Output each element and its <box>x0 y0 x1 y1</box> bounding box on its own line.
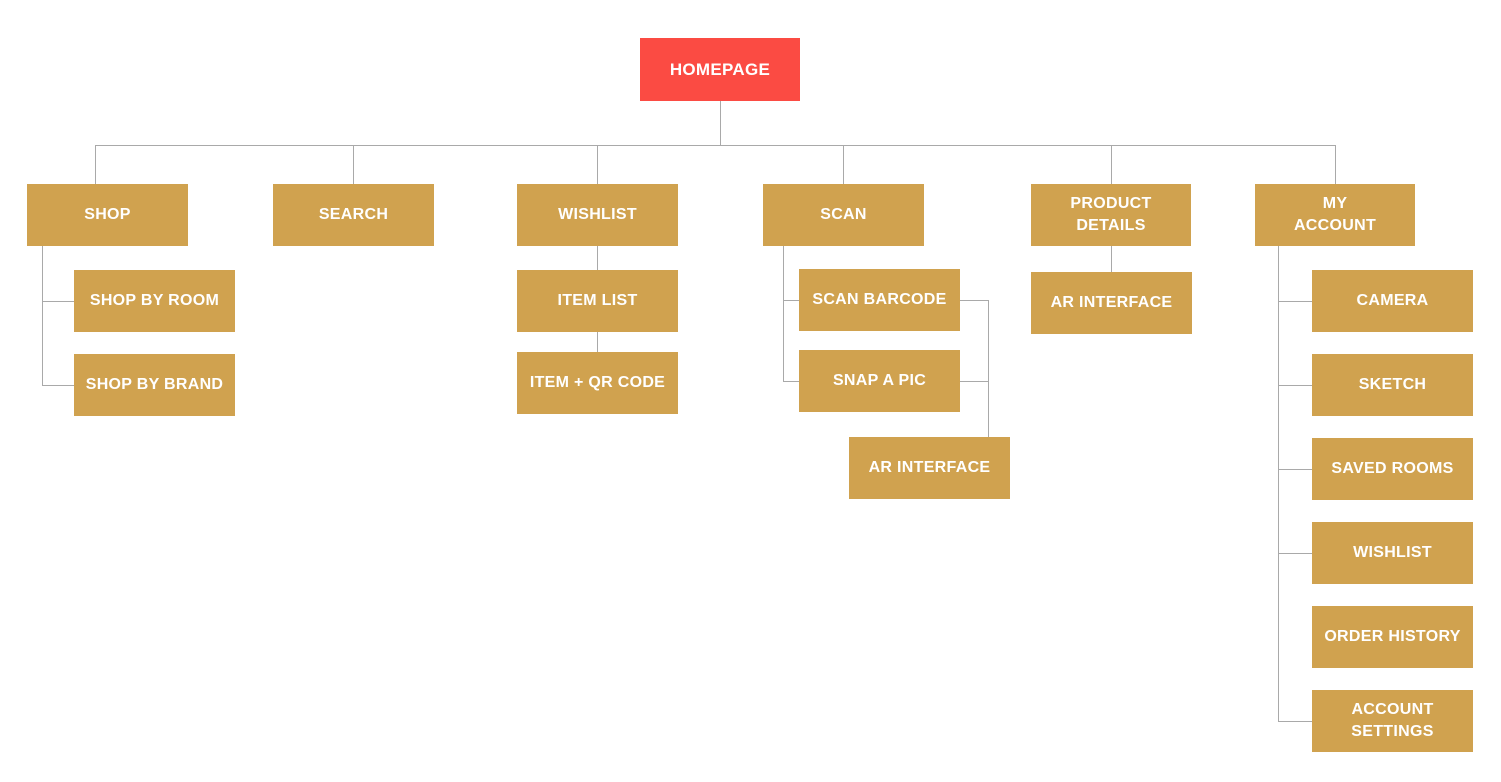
connector-drop-my-account <box>1335 145 1336 184</box>
connector-drop-shop <box>95 145 96 184</box>
node-search[interactable]: SEARCH <box>273 184 434 246</box>
connector-drop-search <box>353 145 354 184</box>
node-scan-ar-interface[interactable]: AR INTERFACE <box>849 437 1010 499</box>
node-item-list[interactable]: ITEM LIST <box>517 270 678 332</box>
node-scan[interactable]: SCAN <box>763 184 924 246</box>
node-saved-rooms[interactable]: SAVED ROOMS <box>1312 438 1473 500</box>
node-item-qr-code[interactable]: ITEM + QR CODE <box>517 352 678 414</box>
connector-wishlist-itemlist <box>597 246 598 270</box>
connector-drop-scan <box>843 145 844 184</box>
connector-product-ar <box>1111 246 1112 272</box>
connector-stub-shop-by-brand <box>42 385 74 386</box>
connector-stub-camera <box>1278 301 1312 302</box>
connector-scan-ar-vertical <box>988 300 989 437</box>
connector-stub-snap-a-pic <box>783 381 799 382</box>
connector-snap-a-pic-right <box>960 381 988 382</box>
node-homepage[interactable]: HOMEPAGE <box>640 38 800 101</box>
node-my-account[interactable]: MY ACCOUNT <box>1255 184 1415 246</box>
connector-stub-saved-rooms <box>1278 469 1312 470</box>
node-shop-by-brand[interactable]: SHOP BY BRAND <box>74 354 235 416</box>
connector-root-drop <box>720 101 721 145</box>
node-sketch[interactable]: SKETCH <box>1312 354 1473 416</box>
connector-my-account-trunk <box>1278 246 1279 721</box>
node-camera[interactable]: CAMERA <box>1312 270 1473 332</box>
node-account-settings[interactable]: ACCOUNT SETTINGS <box>1312 690 1473 752</box>
node-shop-by-room[interactable]: SHOP BY ROOM <box>74 270 235 332</box>
connector-stub-shop-by-room <box>42 301 74 302</box>
node-product-ar-interface[interactable]: AR INTERFACE <box>1031 272 1192 334</box>
connector-drop-wishlist <box>597 145 598 184</box>
connector-drop-product-details <box>1111 145 1112 184</box>
node-wishlist[interactable]: WISHLIST <box>517 184 678 246</box>
connector-itemlist-itemqr <box>597 332 598 352</box>
connector-scan-barcode-right <box>960 300 988 301</box>
connector-stub-scan-barcode <box>783 300 799 301</box>
connector-scan-trunk <box>783 246 784 381</box>
connector-stub-acct-settings <box>1278 721 1312 722</box>
connector-main-branch <box>95 145 1336 146</box>
node-account-wishlist[interactable]: WISHLIST <box>1312 522 1473 584</box>
node-order-history[interactable]: ORDER HISTORY <box>1312 606 1473 668</box>
node-product-details[interactable]: PRODUCT DETAILS <box>1031 184 1191 246</box>
connector-stub-acct-wishlist <box>1278 553 1312 554</box>
node-snap-a-pic[interactable]: SNAP A PIC <box>799 350 960 412</box>
connector-stub-sketch <box>1278 385 1312 386</box>
connector-shop-trunk <box>42 246 43 385</box>
node-shop[interactable]: SHOP <box>27 184 188 246</box>
node-scan-barcode[interactable]: SCAN BARCODE <box>799 269 960 331</box>
